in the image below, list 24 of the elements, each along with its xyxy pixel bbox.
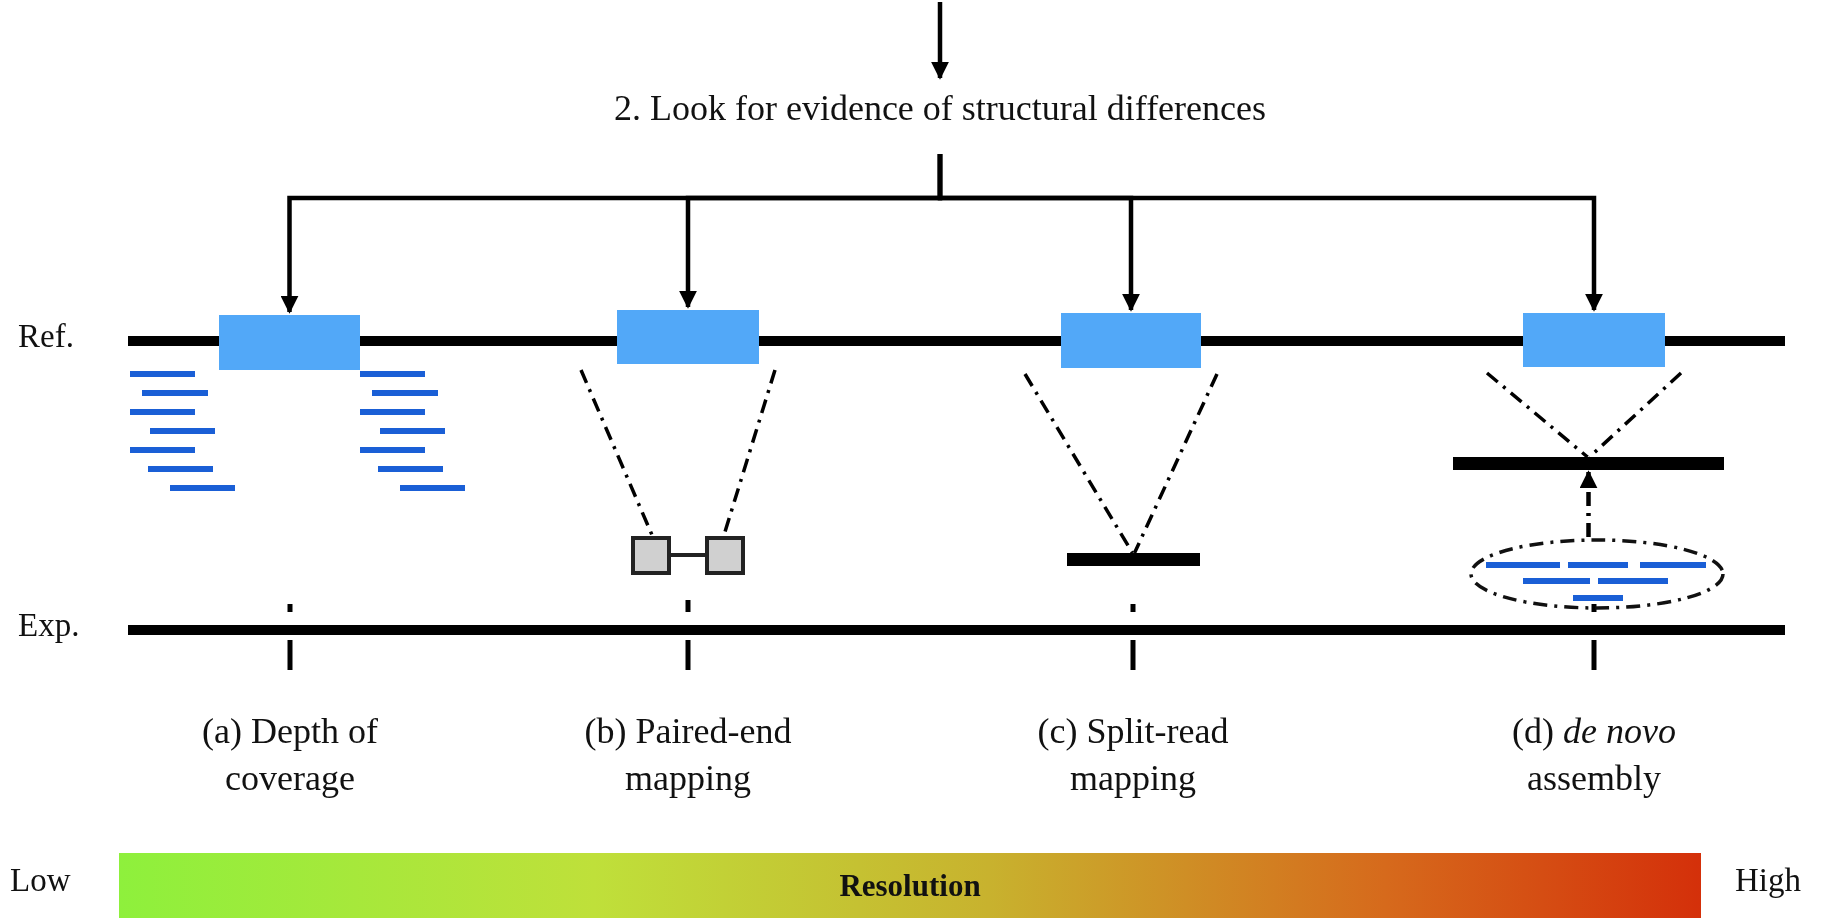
step-heading: 2. Look for evidence of structural differences (613, 86, 1267, 130)
dash-dot-line (1023, 373, 1134, 554)
method-label: (b) Paired-end mapping (583, 710, 793, 800)
scale-label: High (1735, 862, 1801, 899)
arrow (1579, 470, 1598, 537)
sequence-block (1061, 313, 1201, 368)
sequence-block (1523, 313, 1665, 367)
dash-dot-line (579, 369, 654, 536)
track-label: Exp. (18, 607, 80, 644)
sequence-block (617, 310, 759, 364)
method-label: (d) de novo assembly (1511, 710, 1677, 800)
arrow (937, 154, 1603, 312)
split-read-bar (1067, 553, 1200, 566)
method-label: (a) Depth of coverage (201, 710, 379, 800)
bar-label: Resolution (839, 867, 981, 904)
track-label: Ref. (18, 318, 74, 355)
contig-bar (1453, 457, 1724, 470)
sequence-block (219, 315, 360, 370)
dash-dot-line (1132, 373, 1219, 554)
scale-label: Low (10, 862, 71, 899)
method-label: (c) Split-read mapping (1036, 710, 1230, 800)
resolution-bar (119, 853, 1701, 918)
arrow (931, 2, 949, 80)
dash-dot-line (1485, 371, 1589, 459)
